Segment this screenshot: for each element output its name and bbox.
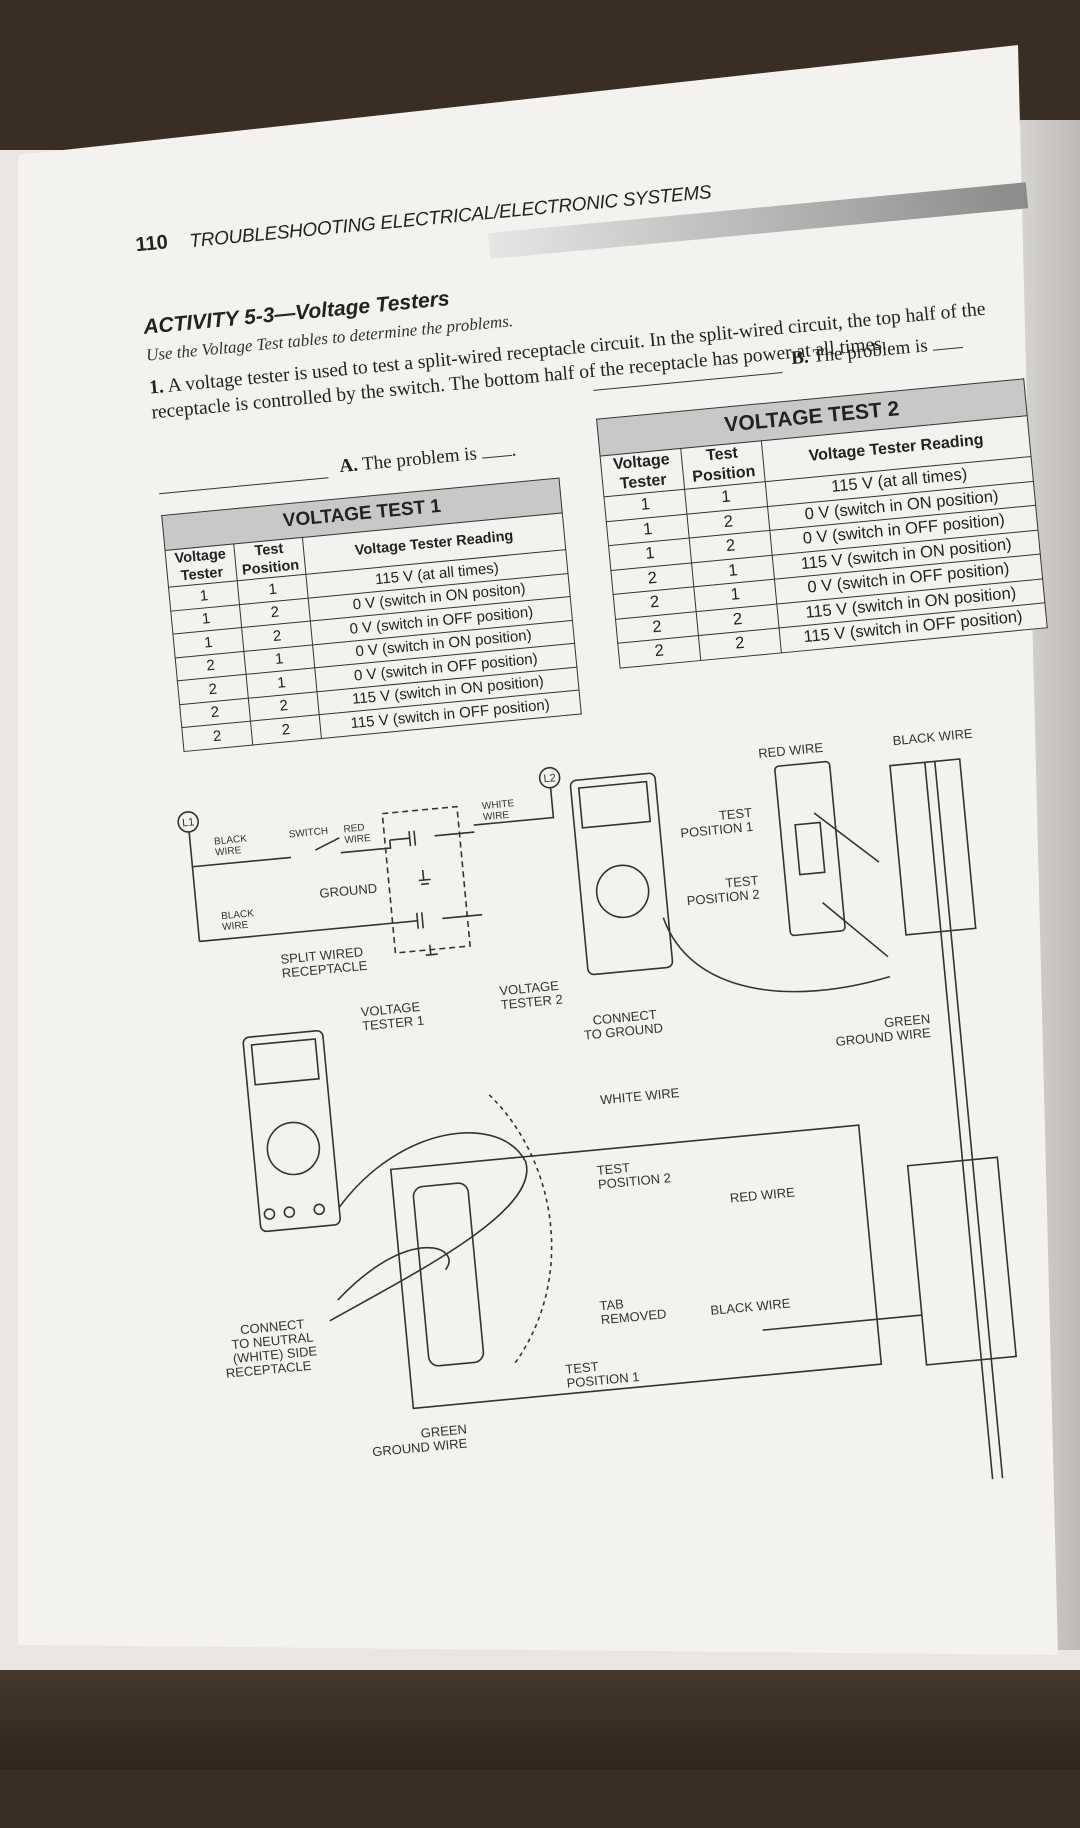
receptacle-contacts [408, 830, 438, 956]
tester-1-dial [266, 1121, 321, 1176]
tester-1-leads [329, 1132, 528, 1322]
conduit-wires [762, 761, 1018, 1480]
test-position-1-recept-label: TEST [565, 1359, 600, 1377]
column-header: Test Position [680, 440, 766, 490]
tester-1-jack [263, 1208, 276, 1220]
green-ground-bottom-label: GREEN [420, 1421, 467, 1440]
voltage-test-1-table: VOLTAGE TEST 1 Voltage Tester Test Posit… [161, 477, 582, 752]
tester-2-dial [595, 864, 650, 919]
white-wire-pictorial-label: WHITE WIRE [599, 1085, 680, 1107]
answer-b-letter: B. [790, 346, 810, 370]
black-wire-top-label: BLACK [214, 833, 248, 847]
answer-a-blank[interactable] [480, 440, 512, 459]
test-position-1-switch-label: POSITION 1 [680, 819, 754, 841]
l2-label: L2 [543, 772, 556, 785]
voltage-tester-1-label: VOLTAGE [360, 999, 421, 1020]
voltage-tester-2-label: TESTER 2 [500, 992, 563, 1013]
voltage-tester-1-body [242, 1029, 341, 1233]
tester-1-jack [313, 1203, 326, 1216]
test-position-2-switch-label: TEST [725, 873, 760, 891]
test-position-2-recept-label: TEST [596, 1160, 631, 1178]
receptacle-outline [381, 805, 471, 954]
white-wire-label: WHITE [482, 798, 515, 812]
header-bar [488, 182, 1029, 259]
answer-a-line[interactable] [159, 477, 329, 495]
test-position-2-switch-label: POSITION 2 [686, 887, 760, 909]
page-number: 110 [134, 231, 169, 257]
receptacle-box-outline [389, 1124, 883, 1410]
question-number: 1. [148, 376, 165, 399]
connect-to-ground-label: CONNECT [592, 1007, 657, 1028]
black-wire-top-label: WIRE [215, 845, 242, 858]
white-wire-label: WIRE [483, 810, 510, 823]
position-cell: 2 [250, 714, 322, 745]
black-wire-bottom-label: BLACK [221, 908, 255, 922]
answer-a: A. The problem is . [338, 439, 518, 478]
tab-removed-label: TAB [599, 1296, 625, 1313]
switch-label: SWITCH [288, 826, 328, 841]
black-wire-top-pictorial-label: BLACK WIRE [892, 726, 974, 749]
voltage-tester-2-body [569, 772, 674, 976]
answer-b-blank[interactable] [931, 333, 963, 351]
black-wire-bottom-label: WIRE [222, 920, 249, 933]
answer-a-letter: A. [338, 454, 359, 478]
green-ground-bottom-label: GROUND WIRE [372, 1435, 469, 1459]
tester-2-leads [662, 812, 891, 993]
voltage-test-2-table: VOLTAGE TEST 2 Voltage Tester Test Posit… [596, 378, 1048, 669]
voltage-tester-2-label: VOLTAGE [499, 978, 560, 999]
tab-removed-label: REMOVED [600, 1306, 667, 1327]
switch-toggle [794, 821, 826, 876]
connect-to-neutral-label: CONNECT [240, 1316, 305, 1337]
l1-label: L1 [182, 816, 195, 829]
switch-plate [774, 760, 846, 937]
red-wire-label: WIRE [344, 833, 371, 846]
receptacle-body [412, 1182, 485, 1367]
black-wire-mid-label: BLACK WIRE [710, 1295, 792, 1318]
green-ground-right-label: GREEN [883, 1011, 930, 1030]
tester-1-jack [283, 1206, 296, 1218]
table-surface [0, 1650, 1080, 1770]
schematic-wires [188, 787, 555, 943]
connect-to-ground-label: TO GROUND [583, 1020, 663, 1042]
column-header: Test Position [233, 537, 306, 581]
test-position-2-recept-label: POSITION 2 [597, 1170, 671, 1192]
tester-1-display [250, 1038, 320, 1086]
red-wire-mid-label: RED WIRE [729, 1185, 795, 1206]
green-ground-right-label: GROUND WIRE [835, 1025, 932, 1049]
tab-removed-arc [488, 1094, 553, 1365]
test-position-1-recept-label: POSITION 1 [566, 1369, 640, 1391]
test-position-1-switch-label: TEST [718, 805, 753, 823]
red-wire-label: RED [343, 822, 365, 835]
answer-a-text: The problem is [361, 443, 478, 475]
tester-2-display [577, 780, 652, 829]
red-wire-top-label: RED WIRE [758, 740, 824, 761]
wiring-diagram: L1 L2 BLACK WIRE SWITCH RED WIRE WHITE W… [177, 726, 1018, 1480]
ground-label: GROUND [319, 880, 378, 900]
tester-cell: 2 [181, 721, 253, 752]
voltage-tester-1-label: TESTER 1 [361, 1013, 424, 1034]
